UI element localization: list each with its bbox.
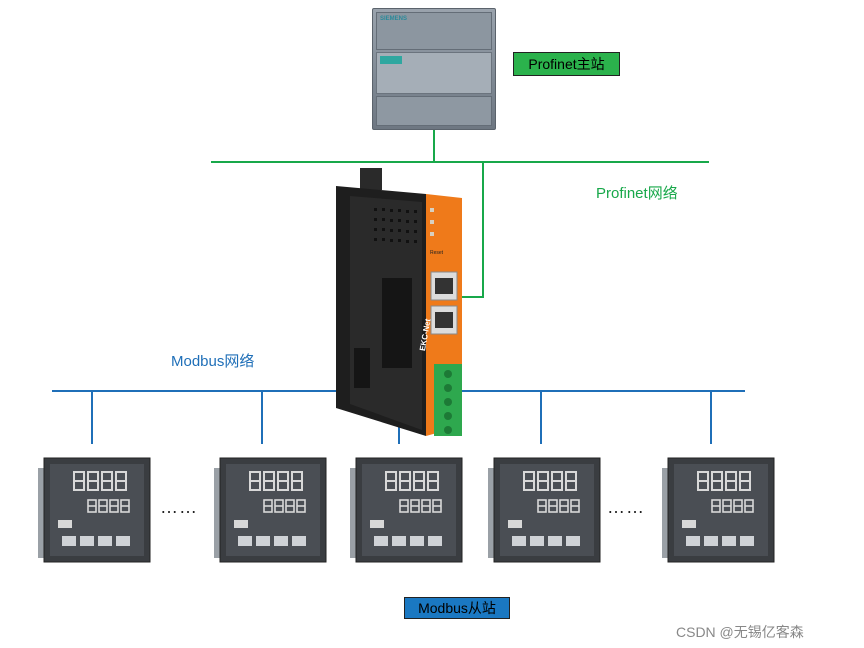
modbus-network-label: Modbus网络 bbox=[171, 353, 255, 370]
watermark: CSDN @无锡亿客森 bbox=[676, 624, 804, 640]
temperature-controller-icon bbox=[487, 457, 601, 563]
plc-brand-text: SIEMENS bbox=[380, 16, 408, 22]
temperature-controller-icon bbox=[37, 457, 151, 563]
master-label: Profinet主站 bbox=[528, 56, 605, 72]
siemens-plc-icon: SIEMENS bbox=[372, 8, 496, 130]
temperature-controller-icon bbox=[213, 457, 327, 563]
ellipsis-left: …… bbox=[160, 497, 198, 517]
gateway-profinet-link bbox=[462, 162, 484, 298]
temperature-controller-icon bbox=[349, 457, 463, 563]
gateway-reset-text: Reset bbox=[430, 250, 444, 256]
slave-label-box: Modbus从站 bbox=[404, 597, 510, 619]
ekc-net-gateway-icon: Reset EKC-Net bbox=[330, 168, 472, 440]
slave-label: Modbus从站 bbox=[418, 600, 496, 616]
profinet-network-label: Profinet网络 bbox=[596, 185, 678, 202]
master-label-box: Profinet主站 bbox=[513, 52, 620, 76]
ellipsis-right: …… bbox=[607, 497, 645, 517]
temperature-controller-icon bbox=[661, 457, 775, 563]
